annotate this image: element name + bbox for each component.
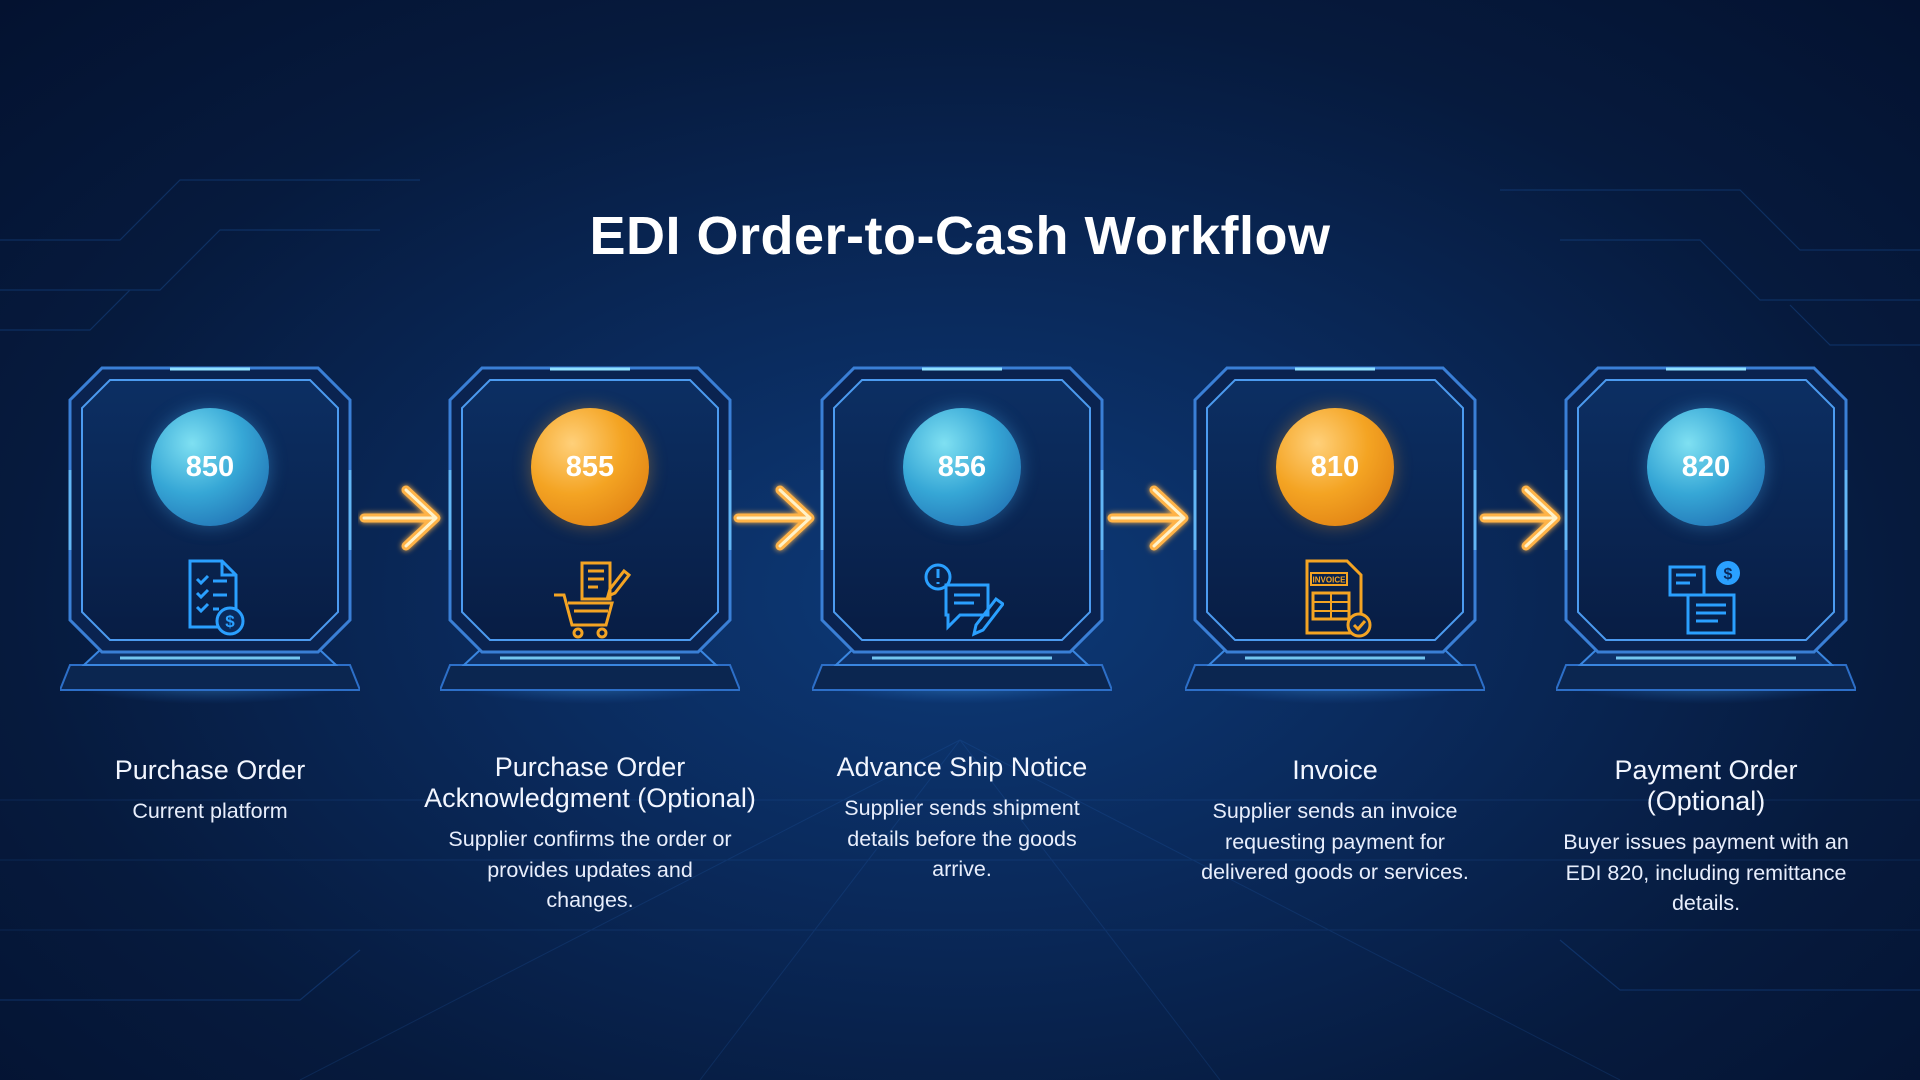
flow-arrow-icon — [732, 480, 820, 556]
flow-arrow-icon — [1106, 480, 1194, 556]
step-description: Current platform — [132, 799, 288, 823]
step-label: Payment Order (Optional) Buyer issues pay… — [1516, 755, 1896, 919]
flow-arrow-icon — [1478, 480, 1566, 556]
transaction-code-badge: 820 — [1647, 408, 1765, 526]
step-title: Invoice — [1292, 755, 1378, 785]
purchase-order-icon: $ — [168, 555, 252, 639]
flow-arrow-icon — [358, 480, 446, 556]
step-card: 856 — [812, 360, 1112, 730]
step-title: Purchase Order — [114, 755, 306, 785]
svg-text:INVOICE: INVOICE — [1313, 576, 1347, 585]
step-title: Advance Ship Notice — [836, 752, 1088, 782]
cart-checklist-icon — [548, 555, 632, 639]
step-card: 850 $ — [60, 360, 360, 730]
step-description: Supplier sends an invoice requesting pay… — [1201, 799, 1469, 884]
invoice-icon: INVOICE — [1293, 555, 1377, 639]
step-card: 820 $ — [1556, 360, 1856, 730]
transaction-code-badge: 810 — [1276, 408, 1394, 526]
step-card: 855 — [440, 360, 740, 730]
transaction-code-badge: 850 — [151, 408, 269, 526]
page-title: EDI Order-to-Cash Workflow — [589, 206, 1331, 266]
step-card: 810 INVOICE — [1185, 360, 1485, 730]
workflow-step-820: 820 $ — [1556, 360, 1856, 730]
step-label: Purchase Order Acknowledgment (Optional)… — [400, 752, 780, 916]
workflow-step-856: 856 — [812, 360, 1112, 730]
step-description: Buyer issues payment with an EDI 820, in… — [1563, 830, 1849, 915]
workflow-step-855: 855 — [440, 360, 740, 730]
transaction-code-badge: 856 — [903, 408, 1021, 526]
svg-text:$: $ — [225, 612, 235, 631]
payment-document-icon: $ — [1664, 555, 1748, 639]
step-description: Supplier sends shipment details before t… — [844, 796, 1080, 881]
step-description: Supplier confirms the order or provides … — [448, 827, 732, 912]
notice-chat-icon — [920, 555, 1006, 639]
step-title: Purchase Order Acknowledgment (Optional) — [424, 752, 756, 813]
workflow-step-810: 810 INVOICE — [1185, 360, 1485, 730]
step-title: Payment Order (Optional) — [1614, 755, 1798, 816]
transaction-code-badge: 855 — [531, 408, 649, 526]
svg-text:$: $ — [1724, 566, 1733, 583]
workflow-step-850: 850 $ — [60, 360, 360, 730]
